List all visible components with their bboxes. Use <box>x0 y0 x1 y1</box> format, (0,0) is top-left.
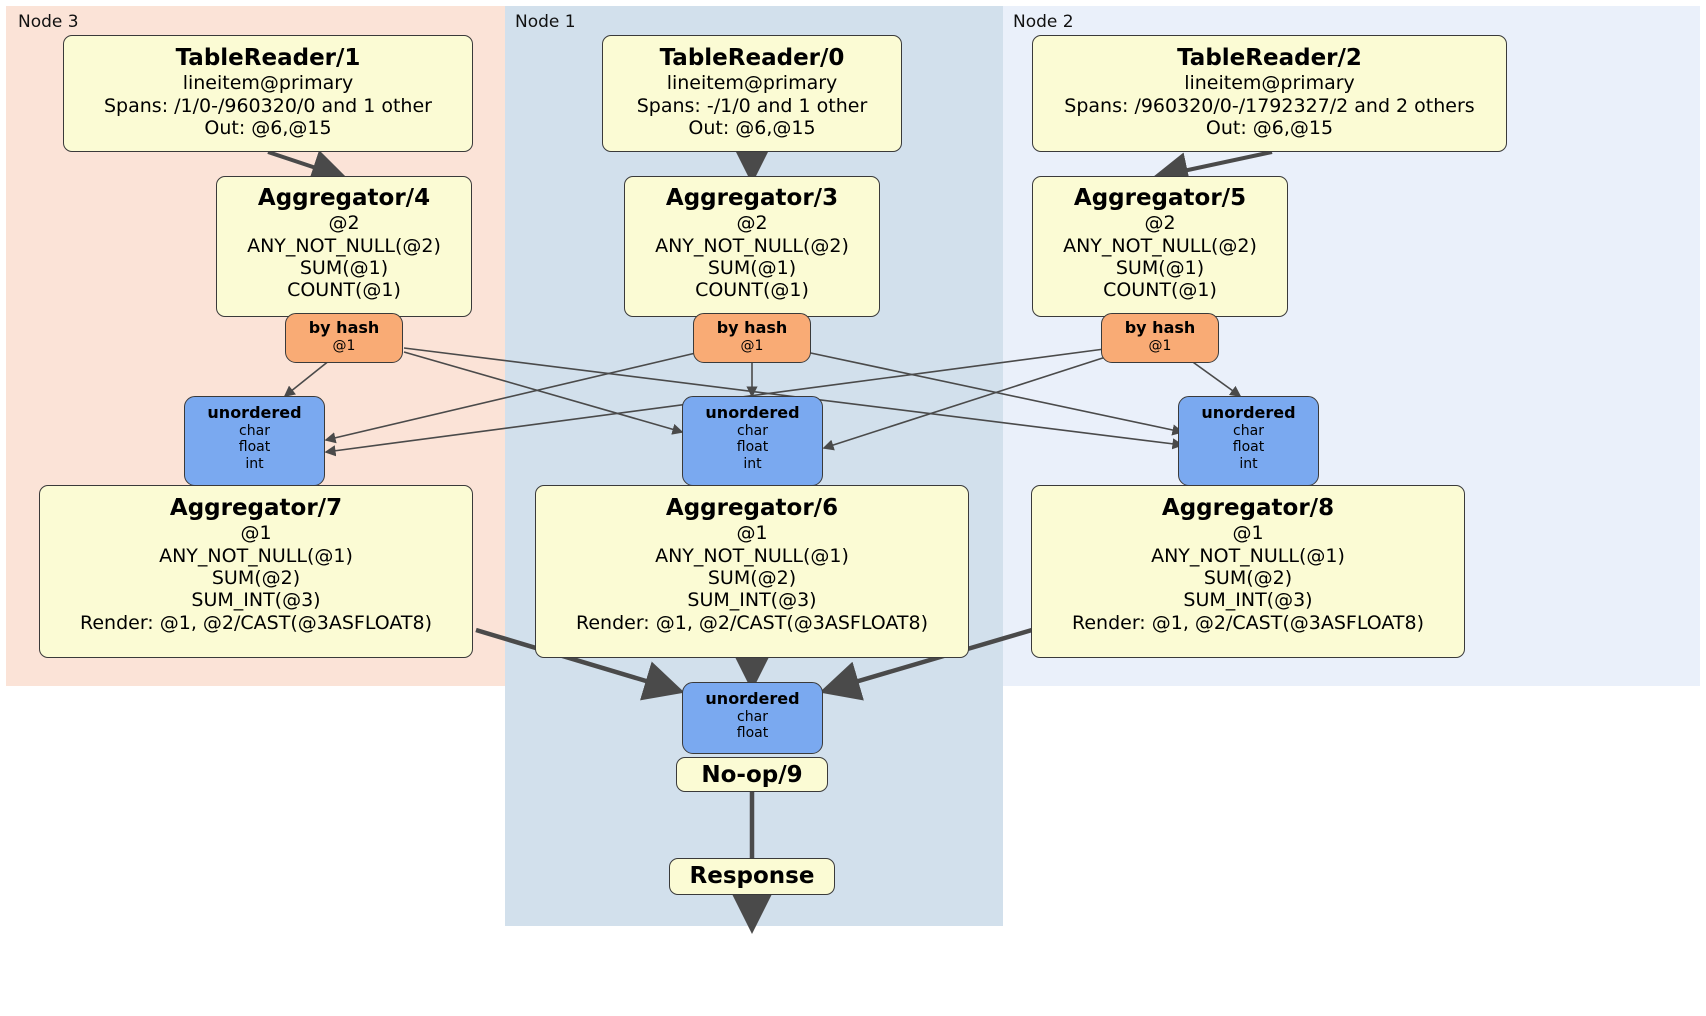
noop-node[interactable]: No-op/9 <box>676 757 828 792</box>
table-reader-out: Out: @6,@15 <box>1205 116 1334 139</box>
aggregator-render: Render: @1, @2/CAST(@3ASFLOAT8) <box>1072 611 1424 634</box>
aggregator-node[interactable]: Aggregator/5 @2 ANY_NOT_NULL(@2) SUM(@1)… <box>1032 176 1288 317</box>
panel-node-1-label: Node 1 <box>515 12 576 32</box>
hash-router-column: @1 <box>332 337 356 354</box>
aggregator-title: Aggregator/7 <box>169 495 343 521</box>
aggregator-node[interactable]: Aggregator/8 @1 ANY_NOT_NULL(@1) SUM(@2)… <box>1031 485 1465 658</box>
aggregator-group: @2 <box>328 212 360 235</box>
aggregator-func: ANY_NOT_NULL(@1) <box>655 544 849 567</box>
aggregator-node[interactable]: Aggregator/7 @1 ANY_NOT_NULL(@1) SUM(@2)… <box>39 485 473 658</box>
table-reader-node[interactable]: TableReader/1 lineitem@primary Spans: /1… <box>63 35 473 152</box>
stream-type: float <box>1232 439 1265 456</box>
hash-router-node[interactable]: by hash @1 <box>693 313 811 363</box>
table-reader-out: Out: @6,@15 <box>688 116 816 139</box>
hash-router-column: @1 <box>740 337 764 354</box>
hash-router-title: by hash <box>1124 318 1196 337</box>
aggregator-func: COUNT(@1) <box>287 279 401 302</box>
aggregator-group: @1 <box>240 522 272 545</box>
aggregator-func: SUM(@2) <box>1203 566 1293 589</box>
aggregator-group: @2 <box>1144 212 1176 235</box>
response-title: Response <box>689 863 815 889</box>
aggregator-render: Render: @1, @2/CAST(@3ASFLOAT8) <box>576 611 928 634</box>
aggregator-group: @1 <box>736 522 768 545</box>
panel-node-3-label: Node 3 <box>18 12 79 32</box>
aggregator-render: Render: @1, @2/CAST(@3ASFLOAT8) <box>80 611 432 634</box>
stream-node[interactable]: unordered char float int <box>1178 396 1319 486</box>
table-reader-spans: Spans: -/1/0 and 1 other <box>636 94 868 117</box>
final-stream-type: char <box>737 708 768 725</box>
aggregator-node[interactable]: Aggregator/3 @2 ANY_NOT_NULL(@2) SUM(@1)… <box>624 176 880 317</box>
aggregator-func: COUNT(@1) <box>695 279 809 302</box>
table-reader-table: lineitem@primary <box>182 72 354 95</box>
hash-router-node[interactable]: by hash @1 <box>285 313 403 363</box>
aggregator-func: ANY_NOT_NULL(@2) <box>247 234 441 257</box>
table-reader-spans: Spans: /1/0-/960320/0 and 1 other <box>104 94 432 117</box>
stream-title: unordered <box>207 403 302 422</box>
aggregator-title: Aggregator/3 <box>665 185 839 211</box>
aggregator-func: COUNT(@1) <box>1103 279 1217 302</box>
aggregator-func: SUM(@1) <box>707 256 797 279</box>
aggregator-func: SUM(@2) <box>707 566 797 589</box>
stream-type: char <box>737 422 768 439</box>
aggregator-func: ANY_NOT_NULL(@2) <box>1063 234 1257 257</box>
aggregator-node[interactable]: Aggregator/6 @1 ANY_NOT_NULL(@1) SUM(@2)… <box>535 485 969 658</box>
table-reader-table: lineitem@primary <box>1184 72 1355 95</box>
aggregator-func: SUM_INT(@3) <box>1183 589 1313 612</box>
response-node[interactable]: Response <box>669 858 835 895</box>
aggregator-func: SUM(@1) <box>299 256 389 279</box>
stream-node[interactable]: unordered char float int <box>682 396 823 486</box>
hash-router-title: by hash <box>308 318 380 337</box>
final-stream-title: unordered <box>705 689 800 708</box>
stream-type: char <box>239 422 270 439</box>
table-reader-out: Out: @6,@15 <box>204 116 332 139</box>
stream-title: unordered <box>1201 403 1296 422</box>
aggregator-title: Aggregator/6 <box>665 495 839 521</box>
stream-type: int <box>743 455 762 472</box>
aggregator-func: SUM_INT(@3) <box>191 589 321 612</box>
stream-type: int <box>245 455 264 472</box>
final-stream-node[interactable]: unordered char float <box>682 682 823 754</box>
table-reader-title: TableReader/1 <box>175 45 361 71</box>
table-reader-table: lineitem@primary <box>666 72 838 95</box>
stream-node[interactable]: unordered char float int <box>184 396 325 486</box>
aggregator-func: SUM_INT(@3) <box>687 589 817 612</box>
aggregator-func: ANY_NOT_NULL(@2) <box>655 234 849 257</box>
aggregator-func: ANY_NOT_NULL(@1) <box>1151 544 1345 567</box>
panel-node-2-label: Node 2 <box>1013 12 1074 32</box>
aggregator-group: @1 <box>1232 522 1264 545</box>
aggregator-func: ANY_NOT_NULL(@1) <box>159 544 353 567</box>
stream-type: float <box>238 439 271 456</box>
aggregator-func: SUM(@1) <box>1115 256 1205 279</box>
aggregator-title: Aggregator/5 <box>1073 185 1247 211</box>
table-reader-node[interactable]: TableReader/0 lineitem@primary Spans: -/… <box>602 35 902 152</box>
table-reader-title: TableReader/0 <box>659 45 845 71</box>
stream-title: unordered <box>705 403 800 422</box>
final-stream-type: float <box>736 725 769 742</box>
aggregator-title: Aggregator/8 <box>1161 495 1335 521</box>
stream-type: float <box>736 439 769 456</box>
hash-router-column: @1 <box>1148 337 1172 354</box>
stream-type: int <box>1239 455 1258 472</box>
aggregator-title: Aggregator/4 <box>257 185 431 211</box>
hash-router-title: by hash <box>716 318 788 337</box>
hash-router-node[interactable]: by hash @1 <box>1101 313 1219 363</box>
table-reader-node[interactable]: TableReader/2 lineitem@primary Spans: /9… <box>1032 35 1507 152</box>
stream-type: char <box>1233 422 1264 439</box>
noop-title: No-op/9 <box>701 762 803 788</box>
table-reader-title: TableReader/2 <box>1177 45 1362 71</box>
aggregator-func: SUM(@2) <box>211 566 301 589</box>
aggregator-node[interactable]: Aggregator/4 @2 ANY_NOT_NULL(@2) SUM(@1)… <box>216 176 472 317</box>
table-reader-spans: Spans: /960320/0-/1792327/2 and 2 others <box>1064 94 1475 117</box>
aggregator-group: @2 <box>736 212 768 235</box>
